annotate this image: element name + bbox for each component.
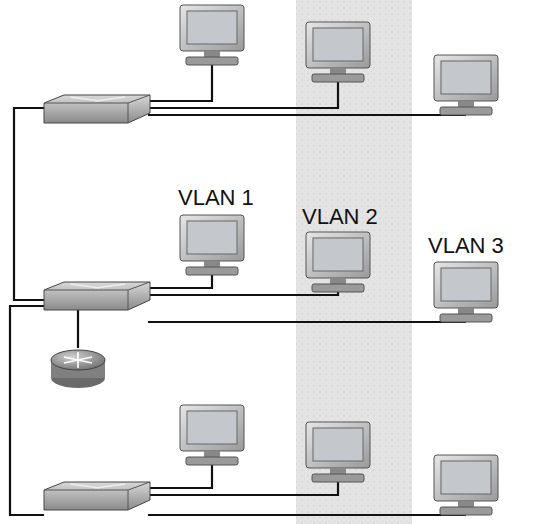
cable xyxy=(148,292,338,295)
switch-icon xyxy=(44,95,150,123)
computer-icon xyxy=(306,232,370,292)
cable xyxy=(148,114,466,116)
switch-icon xyxy=(44,482,150,510)
computer-icon xyxy=(306,22,370,82)
wires xyxy=(10,65,466,515)
cable xyxy=(148,275,212,288)
cable xyxy=(148,82,338,108)
vlan2-band xyxy=(296,0,412,524)
cable xyxy=(10,306,44,515)
cable xyxy=(148,65,212,101)
computer-icon xyxy=(306,422,370,482)
computer-icon xyxy=(434,262,498,322)
switch-icon xyxy=(44,282,150,310)
router-icon xyxy=(51,350,105,388)
computer-icon xyxy=(180,405,244,465)
vlan-label: VLAN 1 xyxy=(178,187,254,209)
computer-icon xyxy=(434,455,498,515)
vlan-label: VLAN 2 xyxy=(302,206,378,228)
cable xyxy=(148,482,338,495)
cable xyxy=(148,465,212,488)
cable xyxy=(14,108,44,300)
computer-icon xyxy=(180,5,244,65)
vlan-label: VLAN 3 xyxy=(428,235,504,257)
computer-icon xyxy=(434,55,498,115)
cable xyxy=(148,514,466,516)
computer-icon xyxy=(180,215,244,275)
devices xyxy=(44,5,498,515)
cable xyxy=(77,310,79,348)
cable xyxy=(148,321,466,323)
